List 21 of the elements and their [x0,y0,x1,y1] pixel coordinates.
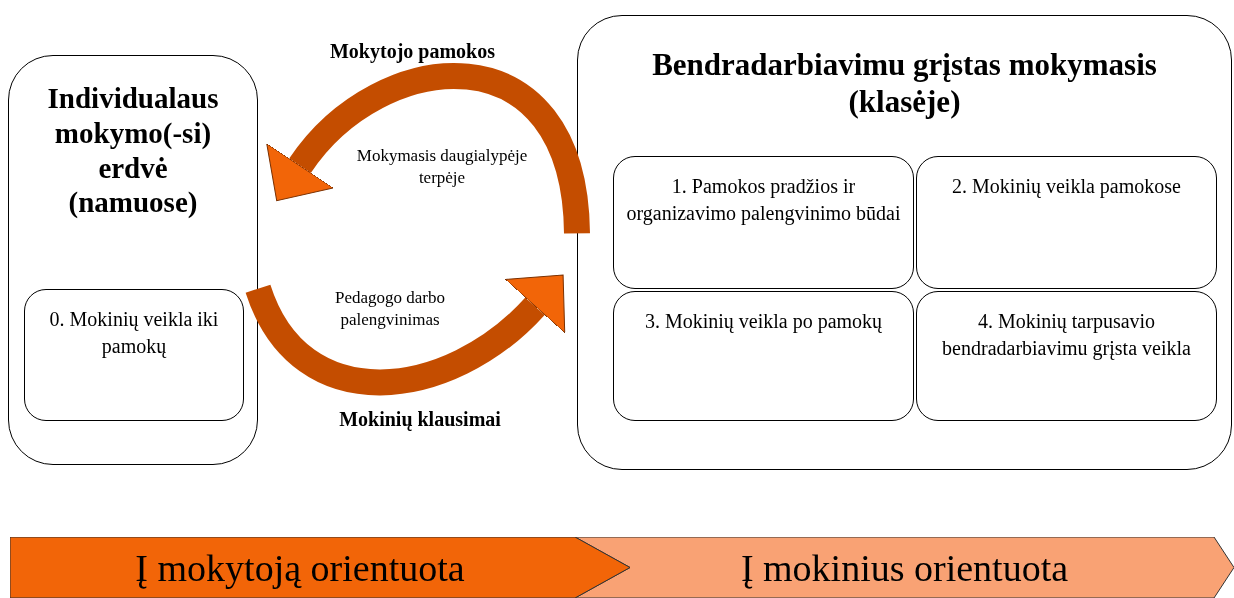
panel-heading: Bendradarbiavimu grįstas mokymasis (klasėje) [651,46,1158,121]
curved-arrow [268,63,590,235]
chevron-arrow [575,537,1234,598]
chevron-label: Į mokytoją orientuota [135,548,465,587]
activity-label: 3. Mokinių veikla po pamokų [644,309,883,335]
activity-box [613,291,914,421]
group-panel [8,55,258,465]
activity-label: 1. Pamokos pradžios ir organizavimo palengvinimo būdai [626,174,901,227]
activity-box [916,291,1217,421]
activity-label: 2. Mokinių veikla pamokose [952,174,1181,200]
activity-box [24,289,244,421]
panel-heading: Individualaus mokymo(-si) erdvė (namuose) [46,81,220,221]
arrow-caption: Mokytojo pamokos [329,39,496,65]
chevron-arrow [10,537,630,598]
activity-label: 0. Mokinių veikla iki pamokų [48,307,220,360]
arrow-caption: Mokinių klausimai [338,407,502,433]
chevron-label: Į mokinius orientuota [740,548,1069,587]
group-panel [577,15,1232,470]
activity-label: 4. Mokinių tarpusavio bendradarbiavimu grįsta veikla [941,309,1192,362]
activity-box [613,156,914,289]
activity-box [916,156,1217,289]
